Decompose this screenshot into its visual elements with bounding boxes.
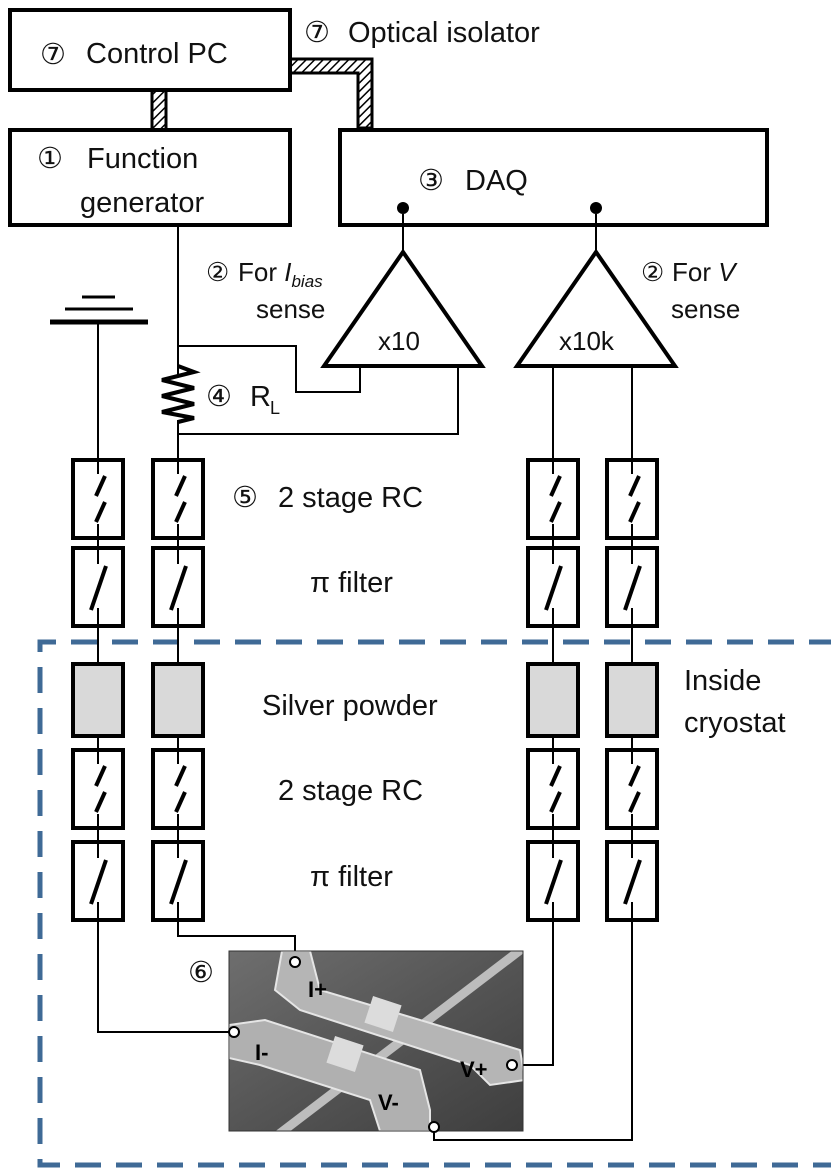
amp-bias-var: I xyxy=(284,257,291,287)
filter-column-4 xyxy=(605,458,659,922)
rc-filter xyxy=(71,458,125,540)
silver-powder-filter xyxy=(526,662,580,738)
silver-powder-filter xyxy=(71,662,125,738)
pi-filter xyxy=(526,840,580,922)
daq-label: DAQ xyxy=(465,165,528,197)
pi-top-label: π filter xyxy=(310,567,393,599)
amplifier-ibias: x10 xyxy=(320,248,486,368)
amp-v-num: ② xyxy=(641,257,664,287)
pi-filter xyxy=(151,840,205,922)
amp-v-label-2: sense xyxy=(671,294,740,324)
amp-bias-prefix: For xyxy=(238,257,284,287)
pad-v-plus xyxy=(506,1059,518,1071)
pi-filter xyxy=(71,546,125,628)
daq-num: ③ xyxy=(418,165,444,197)
ground-icon xyxy=(50,295,148,325)
device-i-minus: I- xyxy=(255,1040,268,1065)
amp-bias-label-2: sense xyxy=(256,294,325,324)
rc-filter xyxy=(605,458,659,540)
function-generator-label-2: generator xyxy=(80,187,204,219)
pi-filter xyxy=(151,546,205,628)
pad-i-plus xyxy=(289,956,301,968)
amp-v-prefix: For xyxy=(672,257,718,287)
cryostat-label-1: Inside xyxy=(684,665,761,697)
rc-filter xyxy=(526,748,580,830)
silver-powder-label: Silver powder xyxy=(262,690,438,722)
device-sem-image: I+ I- V+ V- xyxy=(228,950,524,1133)
control-pc-box: ⑦ Control PC xyxy=(8,8,292,92)
pi-filter xyxy=(71,840,125,922)
daq-input-1 xyxy=(397,202,409,214)
filter-column-2 xyxy=(151,458,205,922)
resistor-label: R xyxy=(250,381,271,413)
amplifier-v: x10k xyxy=(513,248,679,368)
resistor-num: ④ xyxy=(206,381,232,413)
amp-bias-gain: x10 xyxy=(378,326,420,356)
rc-filter xyxy=(526,458,580,540)
function-generator-label-1: Function xyxy=(87,143,198,175)
daq-box: ③ DAQ xyxy=(338,128,769,227)
pad-v-minus xyxy=(428,1121,440,1133)
amp-v-gain: x10k xyxy=(559,326,615,356)
rc-filter xyxy=(151,748,205,830)
device-num: ⑥ xyxy=(188,957,214,989)
pi-filter xyxy=(605,546,659,628)
device-v-minus: V- xyxy=(378,1090,399,1115)
function-generator-num: ① xyxy=(37,143,63,175)
amp-v-label: For V xyxy=(672,257,738,287)
pi-filter xyxy=(526,546,580,628)
resistor-sub: L xyxy=(270,398,280,418)
function-generator-box: ① Function generator xyxy=(8,128,292,227)
wiring xyxy=(97,214,633,1141)
pi-filter xyxy=(605,840,659,922)
rc-filter xyxy=(71,748,125,830)
silver-powder-filter xyxy=(151,662,205,738)
rc-filter xyxy=(151,458,205,540)
amp-bias-label: For Ibias xyxy=(238,257,323,291)
rc-top-label: 2 stage RC xyxy=(278,482,423,514)
silver-powder-filter xyxy=(605,662,659,738)
optical-isolator-label: Optical isolator xyxy=(348,17,540,49)
pad-i-minus xyxy=(228,1026,240,1038)
rc-top-num: ⑤ xyxy=(232,482,258,514)
optical-isolator-num: ⑦ xyxy=(304,17,330,49)
pi-bottom-label: π filter xyxy=(310,861,393,893)
cryostat-label-2: cryostat xyxy=(684,707,786,739)
rc-filter xyxy=(605,748,659,830)
control-pc-label: Control PC xyxy=(86,38,228,70)
filter-column-3 xyxy=(526,458,580,922)
amp-v-var: V xyxy=(718,257,738,287)
control-pc-num: ⑦ xyxy=(40,39,66,71)
amp-bias-sub: bias xyxy=(291,272,323,291)
load-resistor: ④ R L xyxy=(161,364,280,424)
device-i-plus: I+ xyxy=(308,977,327,1002)
device-v-plus: V+ xyxy=(460,1057,488,1082)
amp-bias-num: ② xyxy=(206,257,229,287)
daq-input-2 xyxy=(590,202,602,214)
filter-column-1 xyxy=(71,458,125,922)
rc-bottom-label: 2 stage RC xyxy=(278,775,423,807)
